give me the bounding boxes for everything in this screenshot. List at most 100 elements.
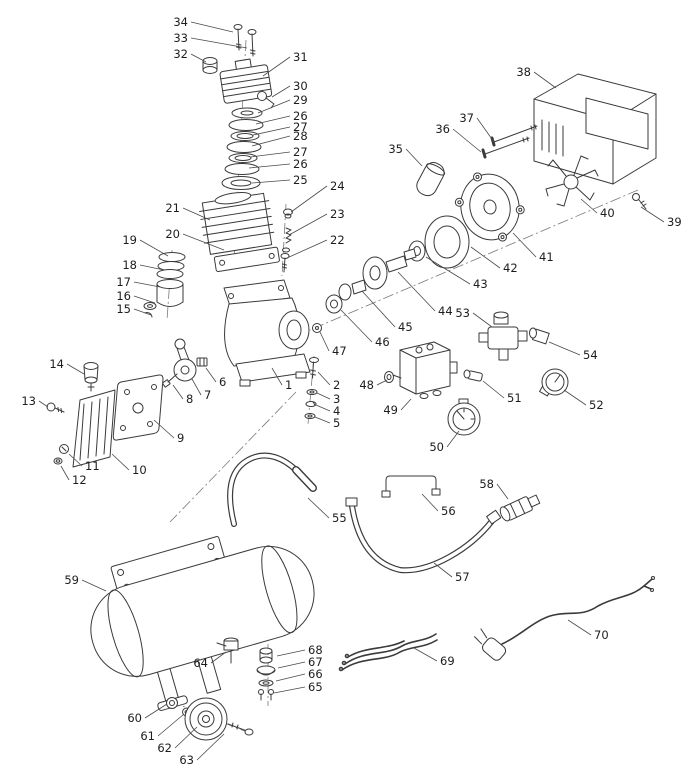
part-callout: 11 [68,453,100,473]
part-number-label: 31 [293,50,308,64]
part-number-label: 16 [116,289,131,303]
leader-line [563,389,587,406]
part-callout: 37 [459,111,495,143]
crank-bearing-drawing [325,294,343,314]
part-callout: 68 [276,643,323,657]
part-callout: 66 [275,667,323,682]
leader-line [81,579,107,592]
part-callout: 29 [257,93,308,114]
regulator-drawing [478,311,528,361]
leader-line [174,726,198,749]
leader-line [271,85,291,98]
part-number-label: 5 [333,416,340,430]
crankcase-pump-body-drawing [223,279,311,387]
part-number-label: 45 [398,320,413,334]
part-callout: 17 [116,275,161,289]
leader-line [139,264,165,271]
part-number-label: 69 [440,654,455,668]
part-callout: 21 [165,201,211,221]
part-callout: 48 [359,378,388,392]
part-number-label: 24 [330,179,345,193]
leader-line [472,312,493,328]
leader-line [255,115,291,125]
leader-line [482,380,505,399]
part-callout: 67 [277,655,323,669]
part-callout: 50 [429,430,460,454]
part-callout: 62 [157,726,198,755]
leader-line [496,483,509,500]
leader-line [196,733,225,761]
part-number-label: 10 [132,463,147,477]
leader-line [190,37,248,49]
leader-line [210,651,227,664]
pressure-switch-drawing [399,341,458,399]
leader-line [172,384,184,400]
part-callout: 1 [271,367,292,392]
part-number-label: 17 [116,275,131,289]
part-callout: 16 [116,289,156,304]
part-callout: 12 [60,465,87,487]
filter-silencer-drawing [202,57,218,74]
cylinder-gasket-plate-drawing [213,246,280,272]
part-number-label: 58 [479,477,494,491]
part-callout: 64 [193,651,227,670]
part-number-label: 59 [64,573,79,587]
part-callout: 36 [435,122,482,153]
part-number-label: 55 [332,511,347,525]
back-panel-drawing [112,374,164,441]
part-callout: 9 [153,419,184,445]
part-callout: 34 [173,15,234,33]
part-callout: 45 [361,290,413,334]
part-number-label: 12 [72,473,87,487]
part-number-label: 22 [330,233,345,247]
leader-line [277,661,306,669]
leader-line [191,378,202,396]
part-callout: 60 [127,703,168,725]
capacitor-drawing [416,162,446,197]
outlet-fitting-drawing [463,369,483,382]
part-number-label: 27 [293,145,308,159]
part-callout: 46 [340,309,390,349]
tank-gauge-drawing [447,398,481,436]
part-callout: 19 [122,233,169,257]
part-number-label: 25 [293,173,308,187]
leader-line [271,367,283,386]
part-callout: 13 [21,394,49,408]
part-callout: 61 [140,713,185,743]
part-number-label: 18 [122,258,137,272]
part-number-label: 40 [600,206,615,220]
leader-line [314,416,331,424]
part-number-label: 44 [438,304,453,318]
part-number-label: 68 [308,643,323,657]
part-number-label: 35 [388,142,403,156]
part-number-label: 60 [127,711,142,725]
part-number-label: 54 [583,348,598,362]
part-number-label: 13 [21,394,36,408]
stator-drawing [424,215,470,269]
part-callout: 35 [388,142,423,167]
leader-line [68,453,83,467]
leader-line [139,239,169,257]
switch-fitting-drawing [384,371,402,383]
leader-line [275,673,306,682]
air-tank-drawing [90,536,315,711]
part-callout: 30 [271,79,308,98]
leader-line [400,398,412,411]
leader-line [111,453,130,471]
part-callout: 63 [179,733,225,767]
cylinder-block-drawing [199,191,275,255]
part-callout: 25 [251,173,308,187]
leader-line [157,713,185,737]
leader-line [317,371,331,386]
part-number-label: 61 [140,729,155,743]
part-callout: 57 [433,562,470,584]
part-number-label: 70 [594,628,609,642]
part-number-label: 26 [293,157,308,171]
part-number-label: 29 [293,93,308,107]
part-callout: 70 [567,619,609,642]
part-callout: 15 [116,302,152,316]
part-number-label: 6 [219,375,226,389]
cover-screw-drawing [632,193,647,210]
leader-line [249,151,291,158]
